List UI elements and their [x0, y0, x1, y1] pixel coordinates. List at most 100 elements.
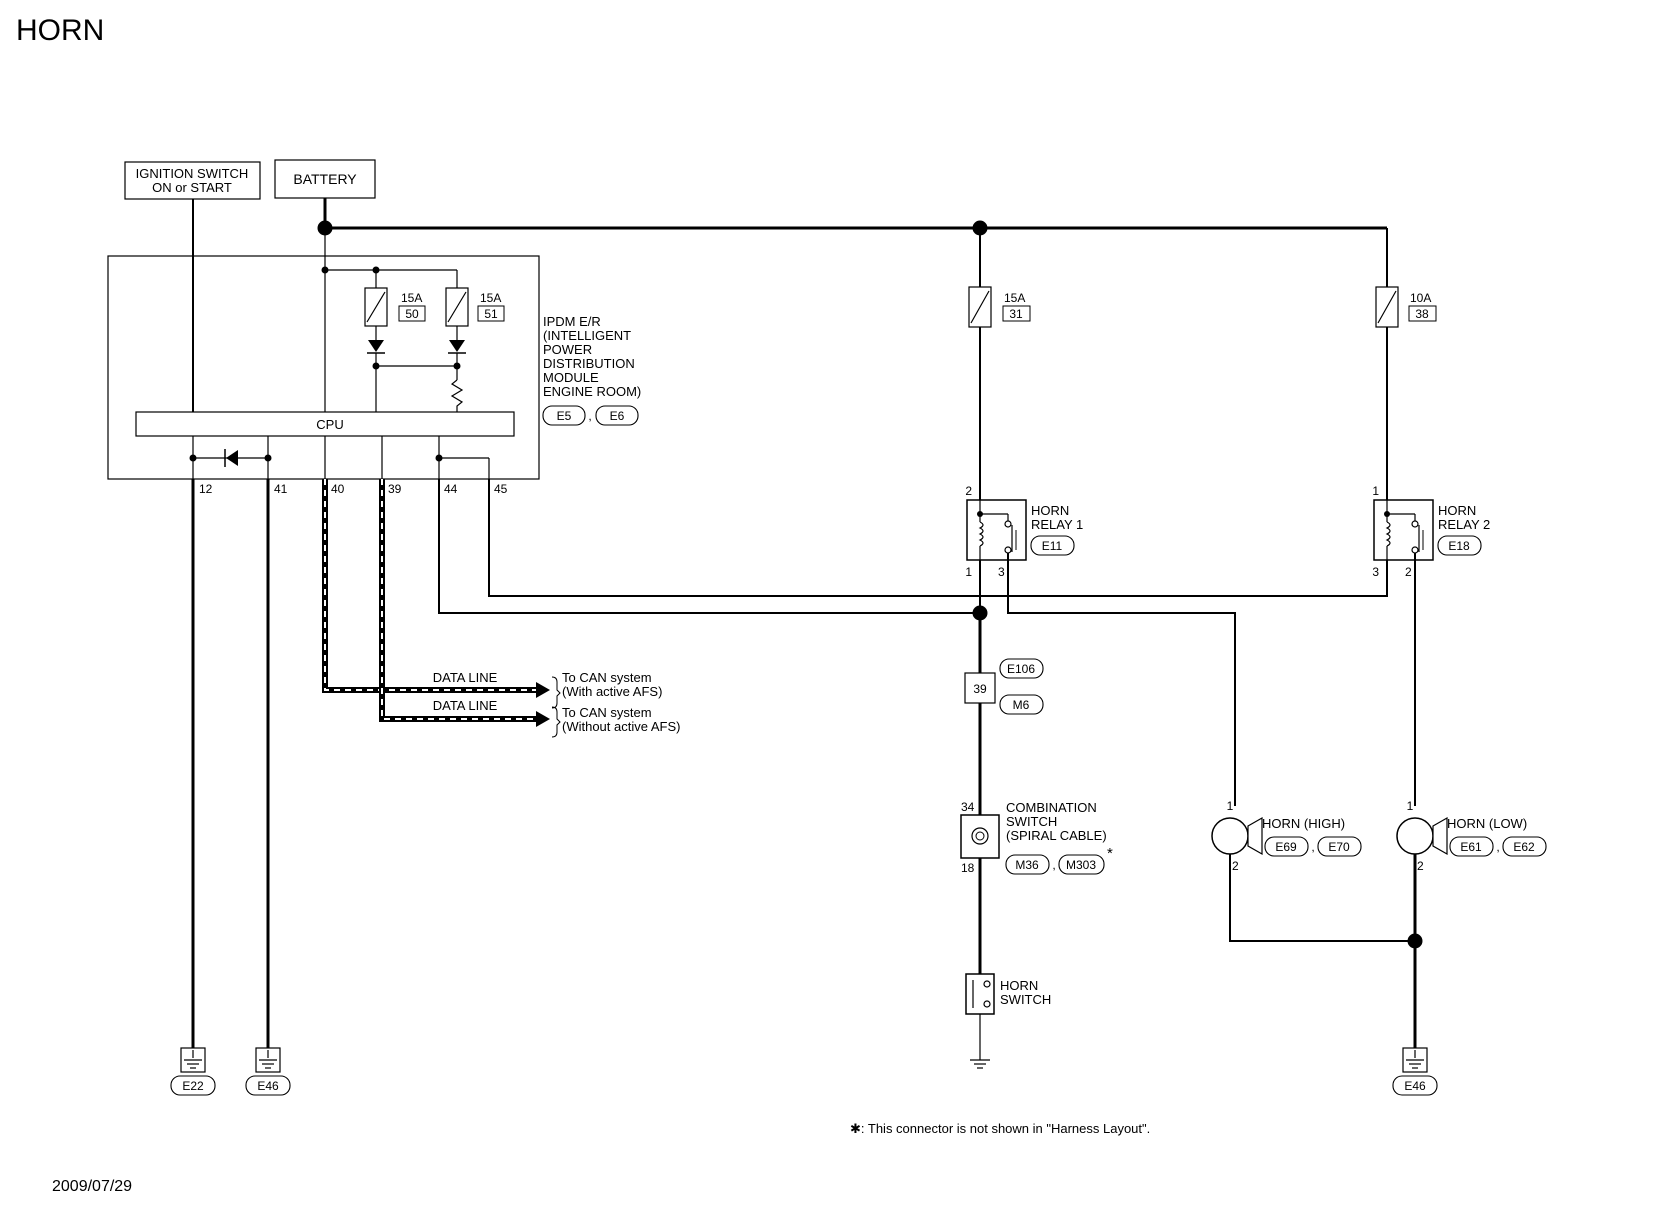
svg-text:,: , — [1496, 840, 1499, 854]
resistor-icon — [450, 379, 464, 412]
fuse-51-amp: 15A — [480, 291, 501, 305]
relay-2-pin-1: 1 — [1372, 484, 1379, 498]
relay-control-wires — [438, 479, 1416, 806]
comb-switch-label-1: COMBINATION — [1006, 800, 1097, 815]
data-line-1-dest-2: (With active AFS) — [562, 684, 662, 699]
diode-icon — [224, 449, 238, 467]
ipdm-module: 15A 50 15A 51 CPU — [107, 199, 641, 496]
fuse-50-amp: 15A — [401, 291, 422, 305]
horn-high-connector-e70: E70 — [1328, 840, 1350, 854]
relay-1-connector: E11 — [1042, 539, 1063, 553]
terminal-44: 44 — [444, 482, 458, 496]
horn-low-label: HORN (LOW) — [1447, 816, 1527, 831]
fuse-31: 15A 31 — [968, 286, 1031, 328]
ground-e46-left-label: E46 — [257, 1079, 279, 1093]
ground-icon — [259, 1050, 277, 1069]
horn-switch-label-2: SWITCH — [1000, 992, 1051, 1007]
horn-high-connector-e69: E69 — [1275, 840, 1297, 854]
relay-1-pin-3: 3 — [998, 565, 1005, 579]
horn-low-connector-e61: E61 — [1460, 840, 1482, 854]
comb-switch-pin-34: 34 — [961, 800, 975, 814]
svg-text:,: , — [1052, 858, 1055, 872]
diode-icon — [367, 340, 385, 354]
fuse-50-icon — [364, 287, 388, 327]
relay-2-connector: E18 — [1448, 539, 1470, 553]
ipdm-connector-e6: E6 — [610, 409, 625, 423]
battery-box: BATTERY — [274, 159, 376, 199]
ipdm-connector-e5: E5 — [557, 409, 572, 423]
relay-1-label-1: HORN — [1031, 503, 1069, 518]
fuse-31-number: 31 — [1009, 307, 1023, 321]
ground-e46-right-label: E46 — [1404, 1079, 1426, 1093]
terminal-12: 12 — [199, 482, 213, 496]
horn-ground-wires — [1229, 854, 1423, 1062]
comb-switch-label-3: (SPIRAL CABLE) — [1006, 828, 1107, 843]
fuse-38-amp: 10A — [1410, 291, 1431, 305]
relay-1-pin-2: 2 — [965, 484, 972, 498]
terminal-45: 45 — [494, 482, 508, 496]
spiral-cable-icon — [971, 827, 989, 845]
svg-text:,: , — [1311, 840, 1314, 854]
ground-e22: E22 — [170, 1047, 216, 1096]
data-line-1-label: DATA LINE — [433, 670, 498, 685]
horn-switch-label-1: HORN — [1000, 978, 1038, 993]
ground-e46-right: E46 — [1392, 1047, 1438, 1096]
comb-switch-pin-18: 18 — [961, 861, 975, 875]
relay-2-label-1: HORN — [1438, 503, 1476, 518]
svg-text:,: , — [588, 409, 591, 423]
data-line-1-dest-1: To CAN system — [562, 670, 652, 685]
asterisk-icon: * — [1107, 845, 1113, 862]
joint-pin-39: 39 — [973, 682, 987, 696]
relay-1-label-2: RELAY 1 — [1031, 517, 1083, 532]
ground-e46-left: E46 — [245, 1047, 291, 1096]
terminal-41: 41 — [274, 482, 288, 496]
battery-bus — [317, 198, 1388, 290]
terminal-40: 40 — [331, 482, 345, 496]
joint-connector: 39 E106 M6 — [964, 613, 1044, 815]
data-line-2-dest-1: To CAN system — [562, 705, 652, 720]
diode-icon — [448, 340, 466, 354]
ground-icon — [970, 1059, 990, 1069]
horn-relay-2: 1 3 2 HORN RELAY 2 E18 — [1372, 484, 1490, 579]
horn-relay-1: 2 1 3 HORN RELAY 1 E11 — [965, 484, 1083, 579]
relay-2-label-2: RELAY 2 — [1438, 517, 1490, 532]
ignition-label-2: ON or START — [152, 180, 232, 195]
page-title: HORN — [16, 14, 105, 47]
comb-switch-connector-m303: M303 — [1066, 858, 1096, 872]
fuse-38: 10A 38 — [1375, 286, 1437, 328]
joint-connector-m6: M6 — [1013, 698, 1030, 712]
ignition-label-1: IGNITION SWITCH — [136, 166, 249, 181]
fuse-38-number: 38 — [1415, 307, 1429, 321]
horn-switch: HORN SWITCH — [965, 973, 1051, 1069]
ipdm-label: IPDM E/R (INTELLIGENT POWER DISTRIBUTION… — [543, 314, 641, 399]
comb-switch-label-2: SWITCH — [1006, 814, 1057, 829]
fuse-50-number: 50 — [405, 307, 419, 321]
horn-low-pin-1: 1 — [1407, 799, 1414, 813]
relay-1-pin-1: 1 — [965, 565, 972, 579]
footnote: ✱: This connector is not shown in "Harne… — [850, 1121, 1151, 1136]
horn-icon — [1211, 816, 1263, 856]
ground-icon — [184, 1050, 202, 1069]
horn-high-pin-2: 2 — [1232, 859, 1239, 873]
horn-low-connector-e62: E62 — [1513, 840, 1535, 854]
data-line-2-label: DATA LINE — [433, 698, 498, 713]
fuse-31-amp: 15A — [1004, 291, 1025, 305]
joint-connector-e106: E106 — [1007, 662, 1035, 676]
horn-icon — [1396, 816, 1448, 856]
comb-switch-connector-m36: M36 — [1015, 858, 1039, 872]
horn-high: 1 2 HORN (HIGH) E69 , E70 — [1211, 799, 1362, 873]
horn-high-pin-1: 1 — [1227, 799, 1234, 813]
relay-2-pin-3: 3 — [1372, 565, 1379, 579]
battery-label: BATTERY — [293, 171, 357, 187]
relay-2-pin-2: 2 — [1405, 565, 1412, 579]
data-line-2-dest-2: (Without active AFS) — [562, 719, 680, 734]
footer-date: 2009/07/29 — [52, 1178, 133, 1195]
ipdm-ground-wires — [191, 479, 270, 1062]
fuse-51-icon — [445, 287, 469, 327]
cpu-label: CPU — [316, 417, 343, 432]
horn-low: 1 2 HORN (LOW) E61 , E62 — [1396, 799, 1547, 873]
horn-low-pin-2: 2 — [1417, 859, 1424, 873]
fuse-51-number: 51 — [484, 307, 498, 321]
terminal-39: 39 — [388, 482, 402, 496]
